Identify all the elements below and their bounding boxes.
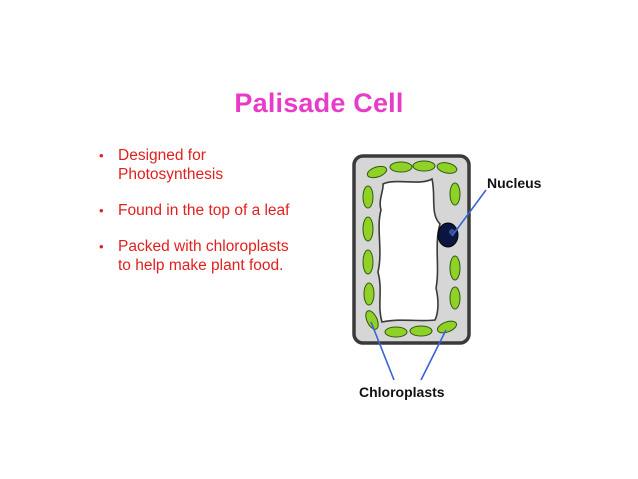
chloroplast (449, 255, 461, 281)
chloroplast-pointer-line (420, 329, 447, 381)
chloroplast-pointer-line (370, 321, 395, 381)
nucleus-label: Nucleus (487, 175, 542, 191)
bullet-text-line: Found in the top of a leaf (118, 202, 290, 219)
bullet-list: • Designed for Photosynthesis • Found in… (99, 146, 339, 292)
chloroplast (389, 161, 413, 173)
chloroplast (365, 310, 379, 330)
chloroplast (362, 249, 374, 275)
page-title: Palisade Cell (234, 88, 404, 118)
nucleus (437, 222, 459, 248)
bullet-item-packed: • Packed with chloroplasts to help make … (99, 237, 339, 275)
chloroplast (436, 320, 458, 334)
chloroplast (449, 286, 461, 310)
bullet-dot: • (99, 148, 104, 163)
chloroplast (412, 160, 436, 172)
chloroplast (409, 325, 433, 337)
chloroplast (436, 162, 458, 174)
bullet-text-line: to help make plant food. (118, 257, 284, 274)
nucleus-pointer-line (451, 189, 487, 237)
chloroplast (449, 182, 461, 206)
chloroplast (362, 216, 374, 242)
chloroplast (362, 185, 374, 209)
bullet-dot: • (99, 239, 104, 254)
bullet-item-designed: • Designed for Photosynthesis (99, 146, 339, 184)
bullet-text-line: Photosynthesis (118, 166, 224, 183)
bullet-item-found: • Found in the top of a leaf (99, 201, 339, 220)
chloroplast (363, 282, 375, 306)
bullet-text-line: Designed for (118, 147, 206, 164)
vacuole (377, 177, 441, 323)
chloroplast (366, 165, 388, 179)
chloroplasts-label: Chloroplasts (359, 384, 445, 400)
chloroplast (384, 326, 408, 338)
bullet-text-line: Packed with chloroplasts (118, 238, 289, 255)
bullet-dot: • (99, 203, 104, 218)
